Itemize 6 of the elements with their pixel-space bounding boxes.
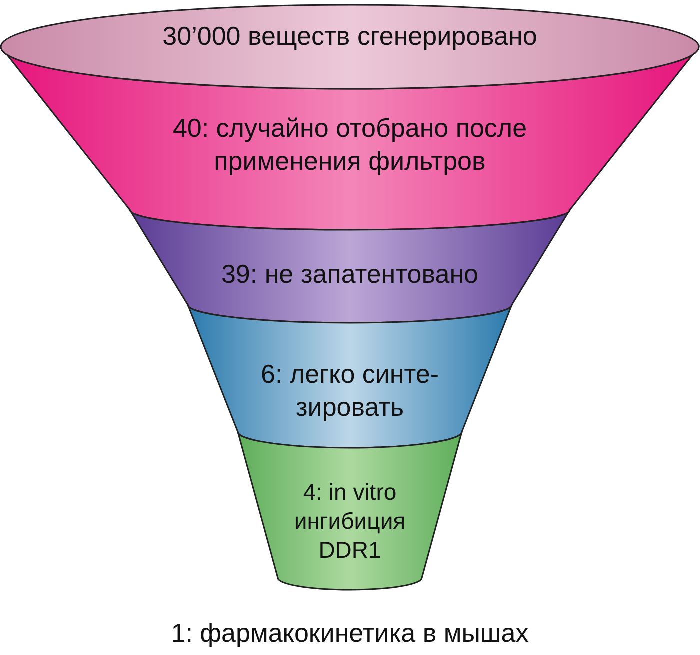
stage-text: 6: легко синте- зировать [260,358,440,423]
result-note: 1: фармакокинетика в мышах [170,618,530,649]
stage-text: 4: in vitro ингибиция DDR1 [293,478,407,564]
stage-text: 39: не запатентовано [220,258,480,290]
stage-text: 40: случайно отобрано после применения фильтров [172,112,528,177]
stage-text: 30’000 веществ сгенерировано [162,20,538,52]
